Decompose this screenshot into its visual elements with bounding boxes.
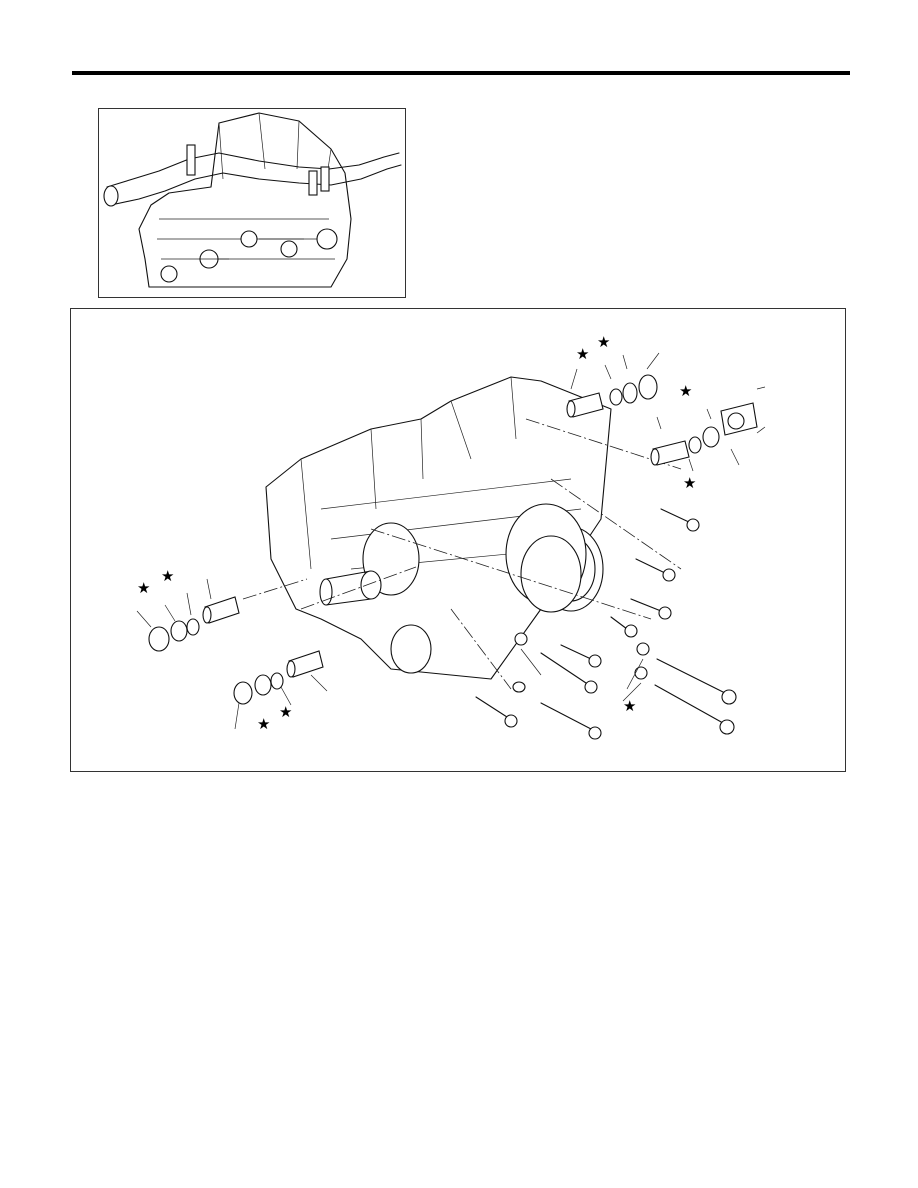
star-marker: ★ [161, 567, 174, 585]
star-marker: ★ [683, 474, 696, 492]
star-marker: ★ [257, 715, 270, 733]
star-marker: ★ [623, 697, 636, 715]
cylinder-block-exploded-figure: ★ ★ ★ ★ ★ ★ ★ ★ ★ [70, 308, 846, 772]
star-marker: ★ [137, 579, 150, 597]
engine-overview-figure [98, 108, 406, 298]
engine-overview-drawing [103, 112, 402, 288]
star-marker: ★ [576, 345, 589, 363]
cylinder-block-exploded-drawing: ★ ★ ★ ★ ★ ★ ★ ★ ★ [136, 333, 766, 740]
header-rule [72, 71, 850, 75]
star-marker: ★ [679, 382, 692, 400]
star-marker: ★ [597, 333, 610, 351]
star-marker: ★ [279, 703, 292, 721]
